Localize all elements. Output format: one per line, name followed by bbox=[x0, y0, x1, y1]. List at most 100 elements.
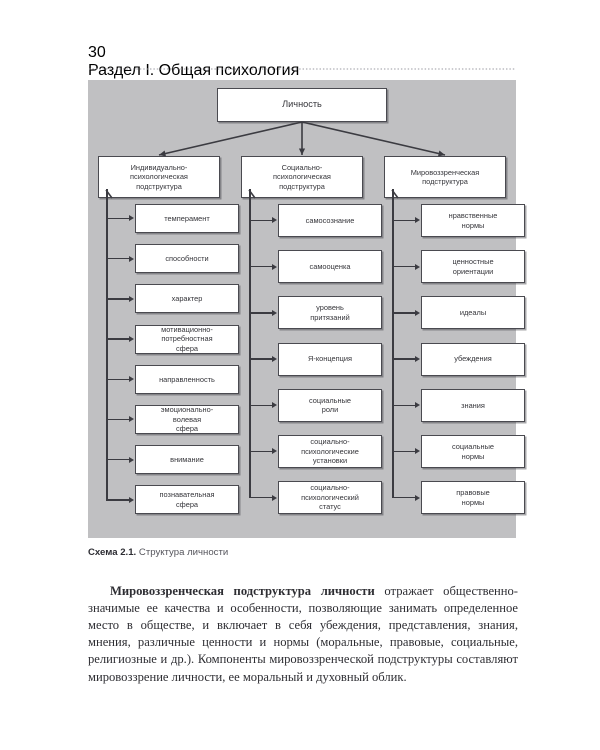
node-label: Я-концепция bbox=[308, 354, 352, 364]
connector-branch-2-4 bbox=[249, 358, 272, 360]
connector-branch-2-7 bbox=[249, 496, 272, 499]
connector-arrow-3-4 bbox=[415, 356, 420, 362]
connector-arrow-3-6 bbox=[415, 448, 420, 455]
node-item-2-2[interactable]: самооценка bbox=[278, 250, 382, 284]
connector-trunk-2 bbox=[249, 189, 251, 498]
connector-branch-3-5 bbox=[392, 404, 415, 407]
connector-arrow-3-7 bbox=[415, 494, 420, 501]
connector-arrow-3-1 bbox=[415, 217, 420, 224]
connector-trunk-3 bbox=[392, 189, 394, 498]
node-item-1-7[interactable]: внимание bbox=[135, 445, 239, 475]
node-item-2-1[interactable]: самосознание bbox=[278, 204, 382, 237]
header-divider bbox=[88, 68, 516, 70]
node-item-2-4[interactable]: Я-концепция bbox=[278, 342, 382, 376]
connector-branch-3-1 bbox=[392, 219, 415, 222]
connector-arrow-1-7 bbox=[129, 456, 134, 463]
node-root-personality[interactable]: Личность bbox=[217, 88, 387, 122]
connector-root-to-substructure-1 bbox=[158, 121, 303, 157]
connector-arrow-2-1 bbox=[272, 217, 277, 224]
connector-arrow-2-5 bbox=[272, 402, 277, 409]
paragraph-lead-term: Мировоззренческая подструктура личности bbox=[110, 583, 375, 598]
node-label: способности bbox=[165, 253, 209, 263]
connector-branch-1-2 bbox=[106, 257, 129, 260]
connector-arrow-2-3 bbox=[272, 309, 277, 316]
connector-branch-2-6 bbox=[249, 450, 272, 453]
node-label: Личность bbox=[282, 99, 322, 110]
connector-arrow-3-5 bbox=[415, 402, 420, 409]
node-label: направленность bbox=[159, 374, 215, 384]
figure-caption-label: Схема 2.1. bbox=[88, 547, 137, 558]
connector-arrow-1-8 bbox=[129, 496, 134, 503]
connector-arrow-3-2 bbox=[415, 263, 420, 270]
connector-arrow-1-6 bbox=[129, 416, 134, 423]
connector-branch-3-4 bbox=[392, 358, 415, 360]
node-label: идеалы bbox=[459, 308, 487, 318]
connector-arrow-1-5 bbox=[129, 376, 134, 383]
connector-branch-1-3 bbox=[106, 298, 129, 300]
connector-arrow-1-2 bbox=[129, 255, 134, 262]
node-label: темперамент bbox=[164, 213, 210, 223]
connector-branch-2-5 bbox=[249, 404, 272, 407]
connector-arrow-1-3 bbox=[129, 295, 134, 302]
node-item-1-1[interactable]: темперамент bbox=[135, 204, 239, 233]
connector-arrow-3-3 bbox=[415, 309, 420, 316]
connector-branch-1-8 bbox=[106, 499, 129, 501]
node-item-3-3[interactable]: идеалы bbox=[421, 296, 525, 330]
connector-branch-1-7 bbox=[106, 458, 129, 461]
page-number: 30 bbox=[88, 44, 106, 61]
node-item-1-5[interactable]: направленность bbox=[135, 364, 239, 394]
connector-root-to-substructure-3 bbox=[301, 121, 446, 157]
header-section-title: Раздел I. Общая психология bbox=[88, 62, 300, 79]
node-item-1-3[interactable]: характер bbox=[135, 284, 239, 314]
body-paragraph: Мировоззренческая подструктура личности … bbox=[88, 583, 518, 686]
node-item-3-4[interactable]: убеждения bbox=[421, 342, 525, 376]
connector-branch-2-1 bbox=[249, 219, 272, 222]
node-item-3-5[interactable]: знания bbox=[421, 388, 525, 422]
node-label: убеждения bbox=[454, 354, 492, 364]
node-label: знания bbox=[461, 400, 485, 410]
connector-branch-1-4 bbox=[106, 338, 129, 340]
connector-branch-3-3 bbox=[392, 312, 415, 314]
connector-branch-2-3 bbox=[249, 312, 272, 314]
connector-arrow-2-7 bbox=[272, 494, 277, 501]
paragraph-text: отражает общественно-значимые ее качеств… bbox=[88, 583, 518, 684]
node-label: самосознание bbox=[305, 215, 355, 225]
node-label: самооценка bbox=[309, 261, 351, 271]
connector-branch-3-2 bbox=[392, 265, 415, 268]
connector-branch-3-6 bbox=[392, 450, 415, 453]
connector-branch-1-1 bbox=[106, 217, 129, 220]
connector-arrow-2-2 bbox=[272, 263, 277, 270]
connector-arrow-2-4 bbox=[272, 356, 277, 362]
connector-branch-2-2 bbox=[249, 265, 272, 268]
connector-arrow-2-6 bbox=[272, 448, 277, 455]
connector-root-to-substructure-2 bbox=[298, 122, 306, 155]
node-item-1-2[interactable]: способности bbox=[135, 244, 239, 274]
